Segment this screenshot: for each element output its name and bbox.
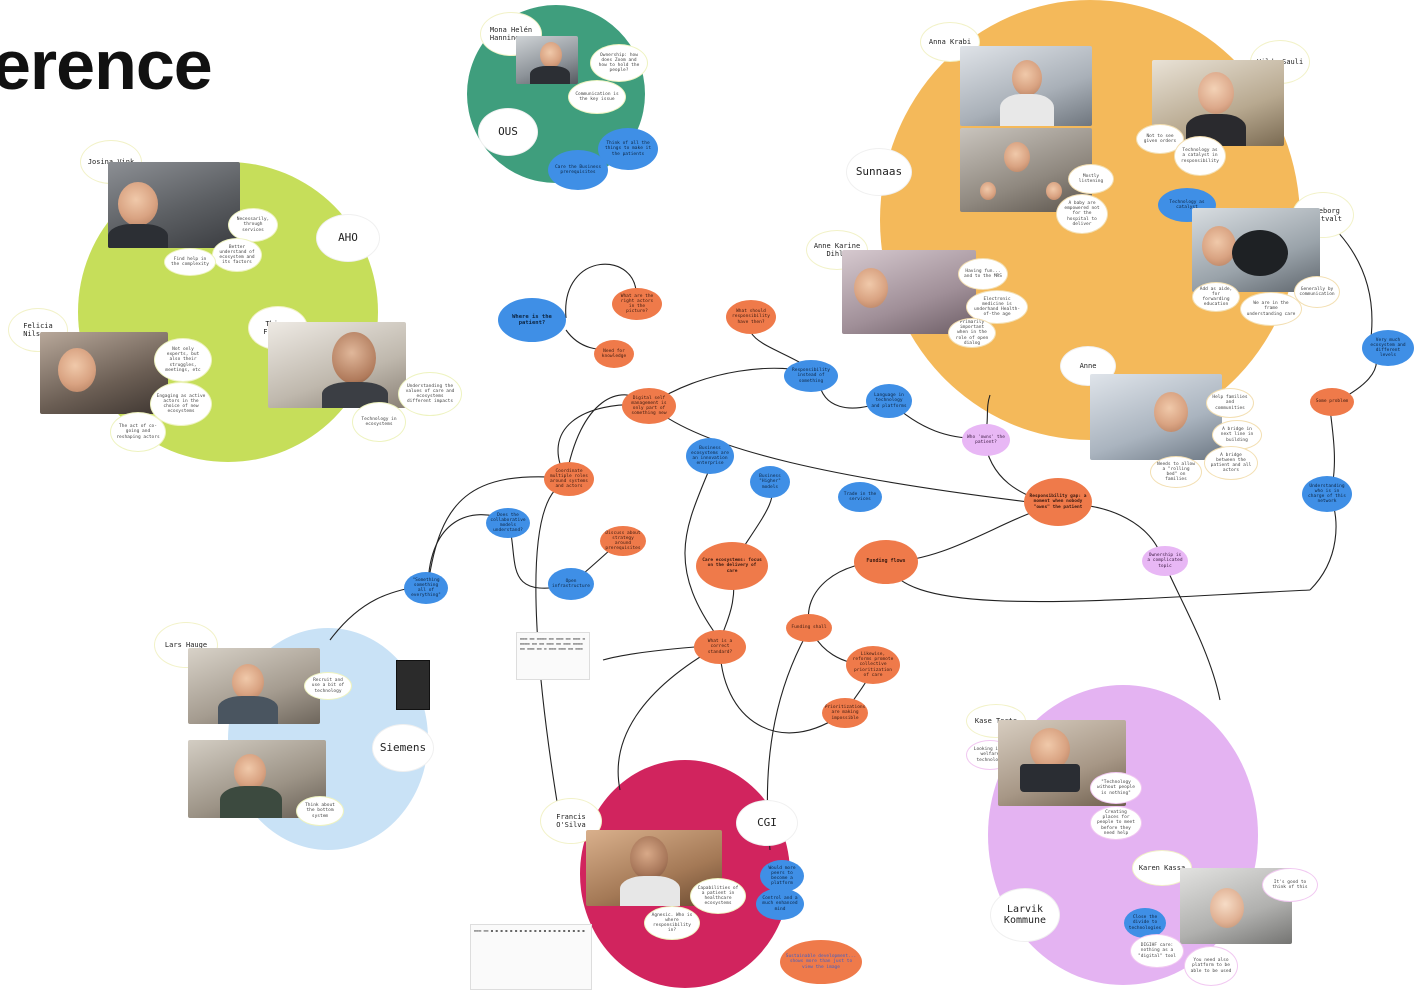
- sticky-note: You need also platform to be able to be …: [1184, 946, 1238, 986]
- sticky-note: DIGIHF care: nothing as a "digital" tool: [1130, 934, 1184, 968]
- sticky-note: Technology as a catalyst in responsibili…: [1174, 136, 1226, 176]
- orange-node: Likewise, reforms promote collective pri…: [846, 646, 900, 684]
- sticky-note: Recruit and use a bit of technology: [304, 672, 352, 700]
- participant-video-kase: [998, 720, 1126, 806]
- participant-video-josina: [108, 162, 240, 248]
- orange-node: What should responsibility have then?: [726, 300, 776, 334]
- sticky-note: Understanding the values of care and eco…: [398, 372, 462, 416]
- orange-node: Coordinate multiple roles around systems…: [544, 462, 594, 496]
- blue-node: Think of all the things to make it the p…: [598, 128, 658, 170]
- sticky-note: Capabilities of a patient in healthcare …: [690, 878, 746, 914]
- sticky-note: Ownership: how does Zoom and how to hold…: [590, 44, 648, 82]
- sticky-note: Mostly listening: [1068, 164, 1114, 194]
- blue-node: Does the collaborative models understand…: [486, 508, 530, 538]
- blue-node: Care the Business prerequisites: [548, 150, 608, 190]
- blue-node: Trade in the services: [838, 482, 882, 512]
- sticky-note: Having fun... and to the MRS: [958, 258, 1008, 290]
- sticky-note: Not only experts, but also their struggl…: [154, 338, 212, 382]
- blue-node: Understanding who is in charge of this n…: [1302, 476, 1352, 512]
- sticky-note: A baby are empowered not for the hospita…: [1056, 194, 1108, 234]
- sticky-note: A bridge between the patient and all act…: [1204, 446, 1258, 480]
- central-node-responsibility-gap: Responsibility gap: a moment when nobody…: [1024, 478, 1092, 526]
- central-node-where-patient: Where is the patient?: [498, 298, 566, 342]
- document-thumbnail-dark: [396, 660, 430, 710]
- participant-video-felicia: [40, 332, 168, 414]
- sticky-note: We are in the frame understanding care: [1240, 292, 1302, 326]
- participant-video-anne-karine: [842, 250, 976, 334]
- blue-node: Business "Higher" models: [750, 466, 790, 498]
- sticky-note: Better understand of ecosystem and its f…: [212, 238, 262, 272]
- sticky-note: It's good to think of this: [1262, 868, 1318, 902]
- orange-node: Sustainable development... shows more th…: [780, 940, 862, 984]
- central-node-care-ecosystems: Care ecosystems: focus on the delivery o…: [696, 542, 768, 590]
- orange-node: Digital self management is only part of …: [622, 388, 676, 424]
- sticky-note: Think about the bottom system: [296, 796, 344, 826]
- participant-video-mona: [516, 36, 578, 84]
- sticky-note: Engaging as active actors in the choice …: [150, 382, 212, 426]
- sticky-note: Find help in the complexity: [164, 248, 216, 276]
- org-label-sunnaas: Sunnaas: [846, 148, 912, 196]
- org-label-siemens: Siemens: [372, 724, 434, 772]
- blue-node: Close the divide to technologies: [1124, 908, 1166, 938]
- orange-node: Need for knowledge: [594, 340, 634, 368]
- participant-video-thiago: [268, 322, 406, 408]
- blue-node: Would more peers to become a platform: [760, 860, 804, 892]
- orange-node: Discuss about strategy around prerequisi…: [600, 526, 646, 556]
- orange-node: What are the right actors in the picture…: [612, 288, 662, 320]
- participant-name-mona: Mona Helén Hanningsen: [480, 12, 542, 56]
- sticky-note: Help families and communities: [1206, 388, 1254, 418]
- sticky-note: Needs to allow a "rolling bed" on famili…: [1150, 456, 1202, 488]
- orange-node: What is a correct standard?: [694, 630, 746, 664]
- central-node-funding-flows: Funding flows: [854, 540, 918, 584]
- participant-video-lars-1: [188, 648, 320, 724]
- sticky-note: Technology in ecosystems: [352, 402, 406, 442]
- blue-node: Language in technology and platforms: [866, 384, 912, 418]
- orange-node: Some problem: [1310, 388, 1354, 416]
- orange-node: Prioritizations are making impossible: [822, 698, 868, 728]
- sticky-note: A bridge in next line in building: [1212, 420, 1262, 450]
- pink-node: Ownership is a complicated topic: [1142, 546, 1188, 576]
- sticky-note: Electronic medicine is underhand Health-…: [966, 290, 1028, 324]
- sticky-note: Agnesic. Who is where responsibility in?: [644, 906, 700, 940]
- participant-video-anna: [960, 46, 1092, 126]
- sticky-note: Add as aide, for forwarding education: [1192, 282, 1240, 312]
- blue-node: "Something something all of everything": [404, 572, 448, 604]
- page-title: erence: [0, 26, 213, 104]
- sticky-note: Generally by communication: [1294, 276, 1340, 308]
- blue-node: Control and a much enhanced mind: [756, 888, 804, 920]
- participant-name-anne: Anne: [1060, 346, 1116, 386]
- orange-node: Funding shall: [786, 614, 832, 642]
- sticky-note: The act of co-going and reshaping actors: [110, 412, 166, 452]
- sticky-note: Necessarily, through services: [228, 208, 278, 242]
- blue-node: Very much ecosystem and different levels: [1362, 330, 1414, 366]
- blue-node: Responsibility instead of something: [784, 360, 838, 392]
- central-node-who-owns: Who 'owns' the patient?: [962, 424, 1010, 456]
- org-label-cgi: CGI: [736, 800, 798, 846]
- blue-node: Open infrastructure: [548, 568, 594, 600]
- sticky-note: "Technology without people is nothing": [1090, 772, 1142, 804]
- sticky-note: Communication is the key issue: [568, 80, 626, 114]
- document-thumbnail: ▬▬▬ ▬▬ ▬▬▬▬ ▬▬ ▬▬▬ ▬▬ ▬▬▬ ▬ ▬▬▬▬ ▬▬ ▬▬ ▬…: [516, 632, 590, 680]
- participant-video-anne: [1090, 374, 1222, 460]
- document-thumbnail-diagram: ▬▬▬ ▬▬ ◼ ◼ ◼ ◼ ◼ ◼ ◼ ◼ ◼ ◼ ◼ ◼ ◼ ◼ ◼ ◼ ◼…: [470, 924, 592, 990]
- org-label-aho: AHO: [316, 214, 380, 262]
- sticky-note: Primarily important when in the role of …: [948, 318, 996, 348]
- participant-video-ingeborg: [1192, 208, 1320, 292]
- sticky-note: Creating places for people to meet befor…: [1090, 806, 1142, 840]
- org-label-ous: OUS: [478, 108, 538, 156]
- blue-node: Business ecosystems are an innovation en…: [686, 438, 734, 474]
